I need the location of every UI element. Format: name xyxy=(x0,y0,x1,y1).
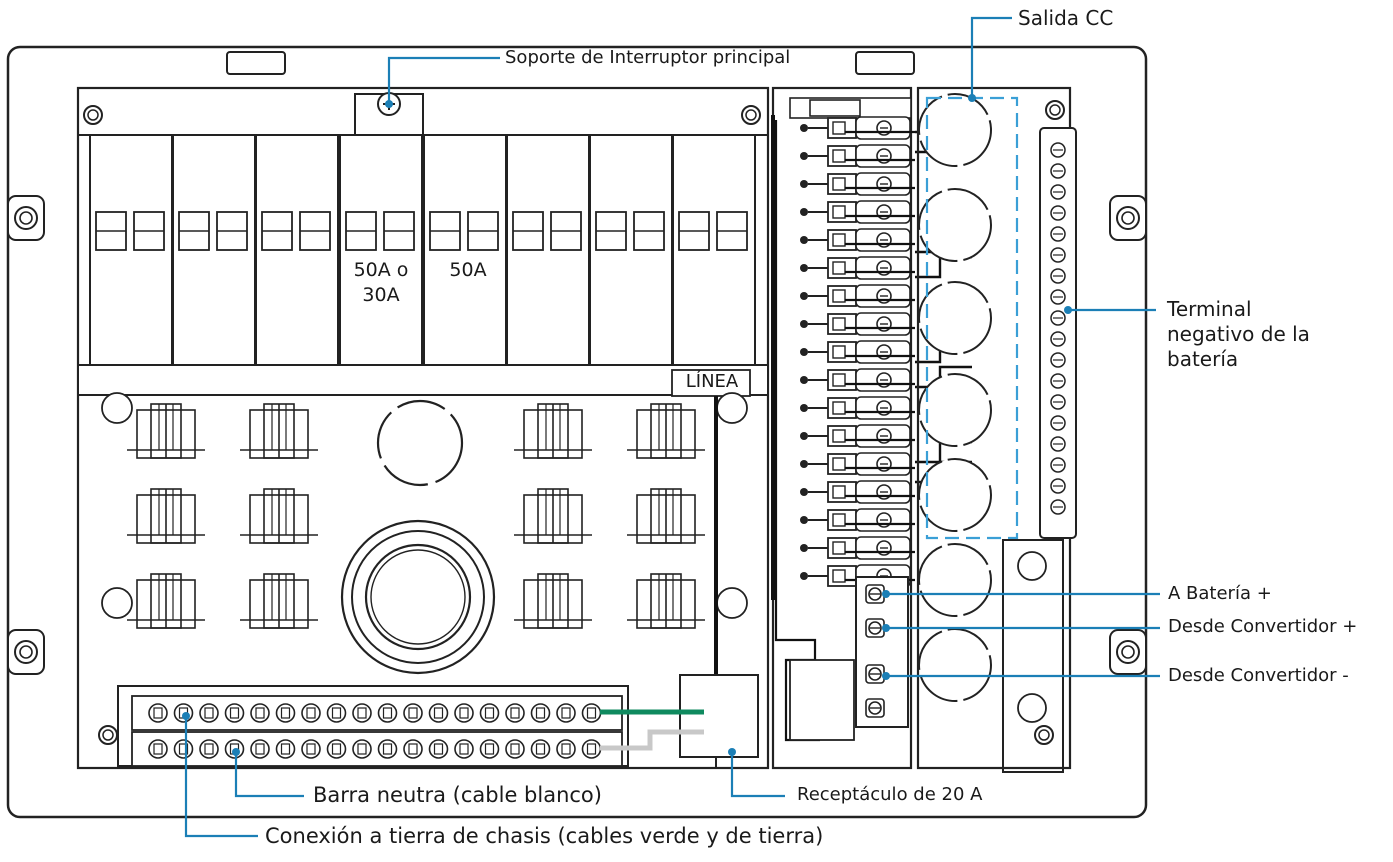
receptacle-box xyxy=(679,674,759,758)
label-battery-negative: Terminal negativo de la batería xyxy=(1167,297,1310,371)
neutral-wire xyxy=(600,729,704,751)
label-breaker-50-30: 50A o 30A xyxy=(353,259,409,306)
label-from-converter-neg: Desde Convertidor - xyxy=(1168,665,1349,686)
breaker-row xyxy=(89,134,756,366)
label-dc-output: Salida CC xyxy=(1018,6,1114,30)
label-receptacle: Receptáculo de 20 A xyxy=(797,784,983,805)
ac-section xyxy=(76,86,770,770)
label-from-converter-pos: Desde Convertidor + xyxy=(1168,616,1358,637)
label-main-breaker-support: Soporte de Interruptor principal xyxy=(505,47,791,68)
label-to-battery-pos: A Batería + xyxy=(1168,583,1272,604)
label-line: LÍNEA xyxy=(685,371,739,392)
label-chassis-ground: Conexión a tierra de chasis (cables verd… xyxy=(265,824,824,848)
dc-fuse-block xyxy=(800,110,972,588)
label-breaker-50: 50A xyxy=(449,259,487,281)
callout-lines xyxy=(184,16,1160,838)
label-neutral-bar: Barra neutra (cable blanco) xyxy=(313,783,602,807)
callout-dots xyxy=(182,94,1072,756)
